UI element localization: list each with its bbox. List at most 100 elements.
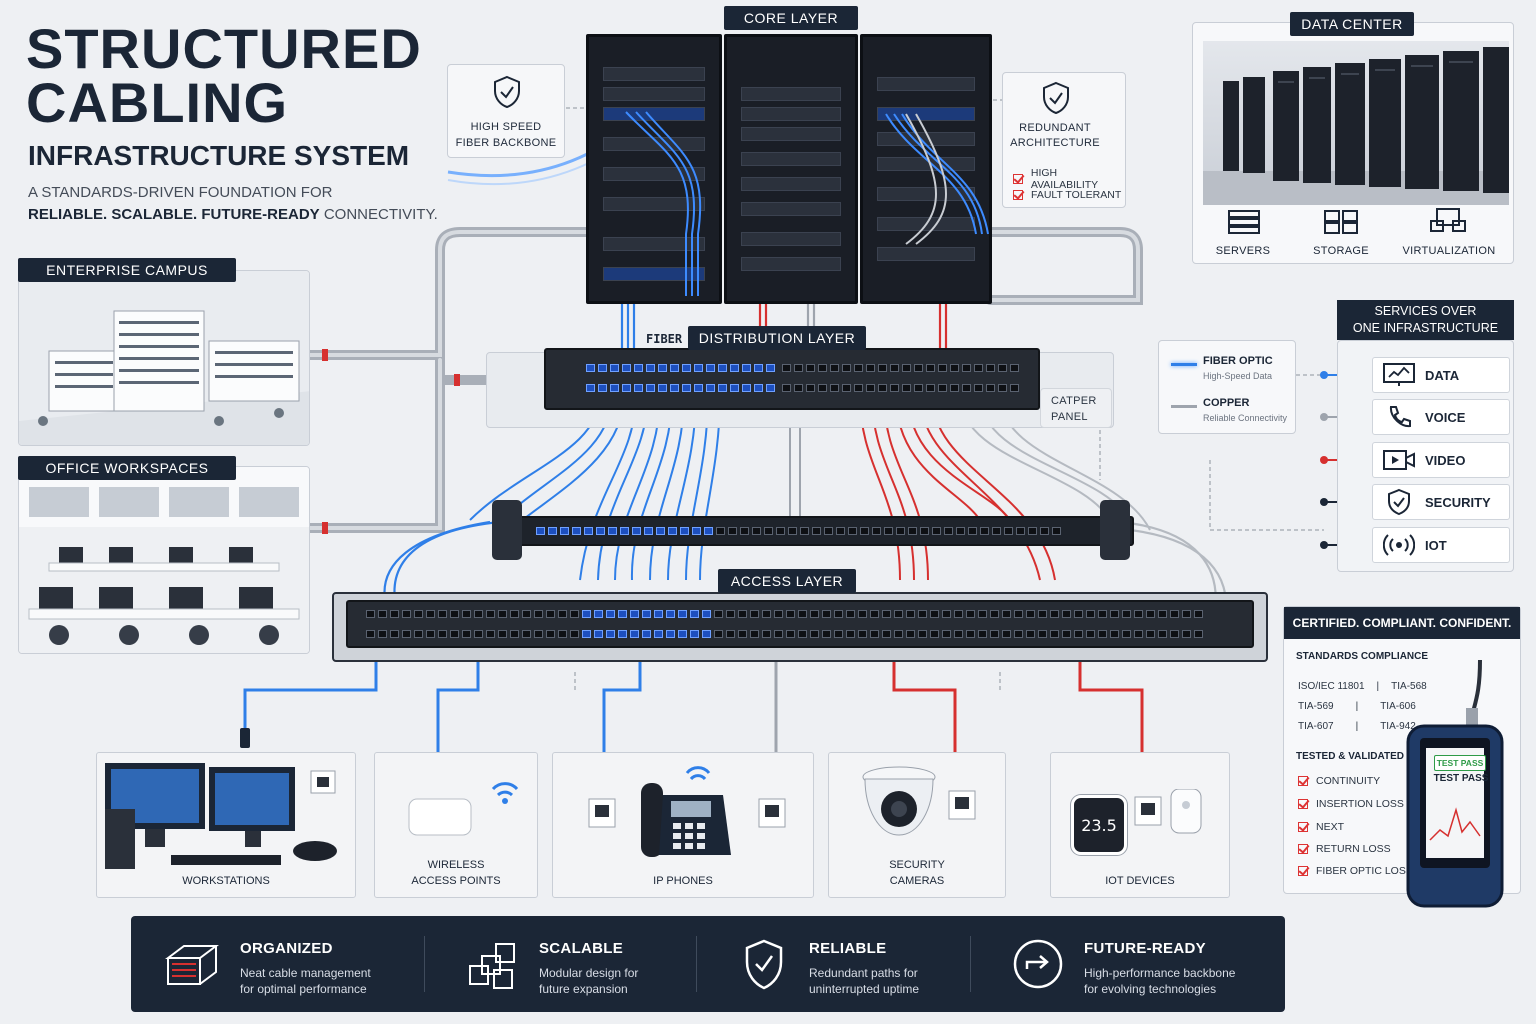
redundant-architecture-callout: REDUNDANT ARCHITECTURE HIGH AVAILABILITY… <box>1002 72 1126 208</box>
test-label: INSERTION LOSS <box>1316 798 1404 810</box>
fiber-backbone-line-1: HIGH SPEED <box>470 121 542 133</box>
feature-divider <box>970 936 971 992</box>
office-illustration <box>19 467 309 653</box>
services-title: SERVICES OVER ONE INFRASTRUCTURE <box>1337 300 1514 340</box>
feature-organized-title: ORGANIZED <box>240 940 333 957</box>
distribution-layer-label: DISTRIBUTION LAYER <box>688 326 866 350</box>
tagline-end: CONNECTIVITY. <box>319 206 438 223</box>
rail-clamp-left <box>492 500 522 560</box>
service-iot-label: IOT <box>1425 537 1447 553</box>
feature-future-ready-line-1: High-performance backbone <box>1084 966 1236 980</box>
test-label: FIBER OPTIC LOSS <box>1316 865 1413 877</box>
endpoint-wireless-access-points: WIRELESS ACCESS POINTS <box>374 752 538 898</box>
monitor-chart-icon <box>1383 363 1415 386</box>
distribution-ports-copper <box>782 364 1019 372</box>
copper-legend-swatch <box>1171 405 1197 408</box>
feature-scalable-title: SCALABLE <box>539 940 624 957</box>
tagline-line-2: RELIABLE. SCALABLE. FUTURE-READY CONNECT… <box>28 204 438 226</box>
tagline-line-1: A STANDARDS-DRIVEN FOUNDATION FOR <box>28 184 333 201</box>
feature-reliable-line-1: Redundant paths for <box>809 966 918 980</box>
service-security-label: SECURITY <box>1425 494 1491 510</box>
standard-item: TIA-607 <box>1298 721 1334 732</box>
fiber-backbone-line-2: FIBER BACKBONE <box>455 137 557 149</box>
patch-panel-line-1: CATPER <box>1051 395 1097 407</box>
conduit-couplings <box>322 349 460 534</box>
patch-panel-text: CATPER PANEL <box>1051 393 1097 425</box>
service-security: SECURITY <box>1372 484 1510 520</box>
standard-item: TIA-569 <box>1298 701 1334 712</box>
access-patch-panel <box>346 600 1254 648</box>
endpoint-workstations: WORKSTATIONS <box>96 752 356 898</box>
ip-phone-illustration <box>588 766 786 857</box>
test-item: NEXT <box>1298 821 1344 833</box>
wireless-ap-caption: WIRELESS ACCESS POINTS <box>375 857 537 889</box>
fiber-backbone-callout: HIGH SPEED FIBER BACKBONE <box>447 64 565 158</box>
virtualization-label: VIRTUALIZATION <box>1402 245 1496 257</box>
video-icon <box>1383 450 1415 470</box>
certification-title: CERTIFIED. COMPLIANT. CONFIDENT. <box>1284 607 1520 639</box>
shield-icon <box>1388 488 1410 516</box>
checkbox-icon <box>1298 776 1308 786</box>
test-item: INSERTION LOSS <box>1298 798 1404 810</box>
access-upper-rail <box>494 516 1134 546</box>
endpoint-iot-devices: 23.5 IOT DEVICES <box>1050 752 1230 898</box>
service-data-label: DATA <box>1425 367 1460 383</box>
service-iot: IOT <box>1372 527 1510 563</box>
patch-panel-callout: CATPER PANEL <box>1040 388 1112 428</box>
test-item: CONTINUITY <box>1298 775 1380 787</box>
data-center-card: SERVERS STORAGE VIRTUALIZATION <box>1192 22 1514 264</box>
wireless-ap-illustration <box>408 782 519 836</box>
iot-devices-label: IOT DEVICES <box>1105 875 1175 887</box>
test-label: NEXT <box>1316 821 1345 833</box>
wireless-ap-label-2: ACCESS POINTS <box>411 875 501 887</box>
checkbox-icon <box>1013 190 1023 200</box>
enterprise-campus-label: ENTERPRISE CAMPUS <box>18 258 236 282</box>
phone-icon <box>1389 406 1411 428</box>
iot-signal-icon <box>1383 534 1415 556</box>
cable-tray-icon <box>165 945 219 985</box>
core-rack-center <box>724 34 858 304</box>
workstations-label: WORKSTATIONS <box>182 875 270 887</box>
iot-devices-caption: IOT DEVICES <box>1051 873 1229 889</box>
thermostat: 23.5 <box>1071 795 1127 855</box>
standards-list: ISO/IEC 11801|TIA-568 TIA-569|TIA-606 TI… <box>1298 677 1427 737</box>
feature-organized-line-2: for optimal performance <box>240 982 367 996</box>
ip-phones-caption: IP PHONES <box>553 873 813 889</box>
data-center-image <box>1203 41 1509 205</box>
checkbox-icon <box>1298 844 1308 854</box>
tester-pass-badge: TEST PASS <box>1434 755 1486 771</box>
shield-check-icon <box>494 75 520 109</box>
test-item: RETURN LOSS <box>1298 843 1391 855</box>
redundant-line-2: ARCHITECTURE <box>1010 137 1100 149</box>
core-layer-label: CORE LAYER <box>724 6 858 30</box>
tagline: A STANDARDS-DRIVEN FOUNDATION FOR RELIAB… <box>28 182 438 226</box>
server-hall-illustration <box>1203 47 1509 205</box>
feature-bar <box>131 916 1285 1012</box>
services-title-line-2: ONE INFRASTRUCTURE <box>1352 321 1499 335</box>
title-line-2: CABLING <box>26 71 289 134</box>
office-workspaces-card <box>18 466 310 654</box>
workstation-illustration <box>105 763 337 869</box>
high-availability-label: HIGH AVAILABILITY <box>1030 167 1099 191</box>
feature-organized: ORGANIZED Neat cable management for optim… <box>240 940 371 997</box>
core-rack-left <box>586 34 722 304</box>
campus-buildings-illustration <box>19 271 309 445</box>
feature-scalable-line-1: Modular design for <box>539 966 639 980</box>
checkbox-icon <box>1298 822 1308 832</box>
standard-item: TIA-568 <box>1391 681 1427 692</box>
distribution-patch-panel <box>544 348 1040 410</box>
security-cameras-label-2: CAMERAS <box>889 875 945 887</box>
core-rack-right <box>860 34 992 304</box>
wireless-ap-label-1: WIRELESS <box>427 859 485 871</box>
standards-row: TIA-569|TIA-606 <box>1298 701 1416 712</box>
endpoint-ip-phones: IP PHONES <box>552 752 814 898</box>
fault-tolerant-item: FAULT TOLERANT <box>1013 189 1121 201</box>
standards-row: TIA-607|TIA-942 <box>1298 721 1416 732</box>
feature-organized-line-1: Neat cable management <box>240 966 371 980</box>
standard-item: ISO/IEC 11801 <box>1298 681 1365 692</box>
